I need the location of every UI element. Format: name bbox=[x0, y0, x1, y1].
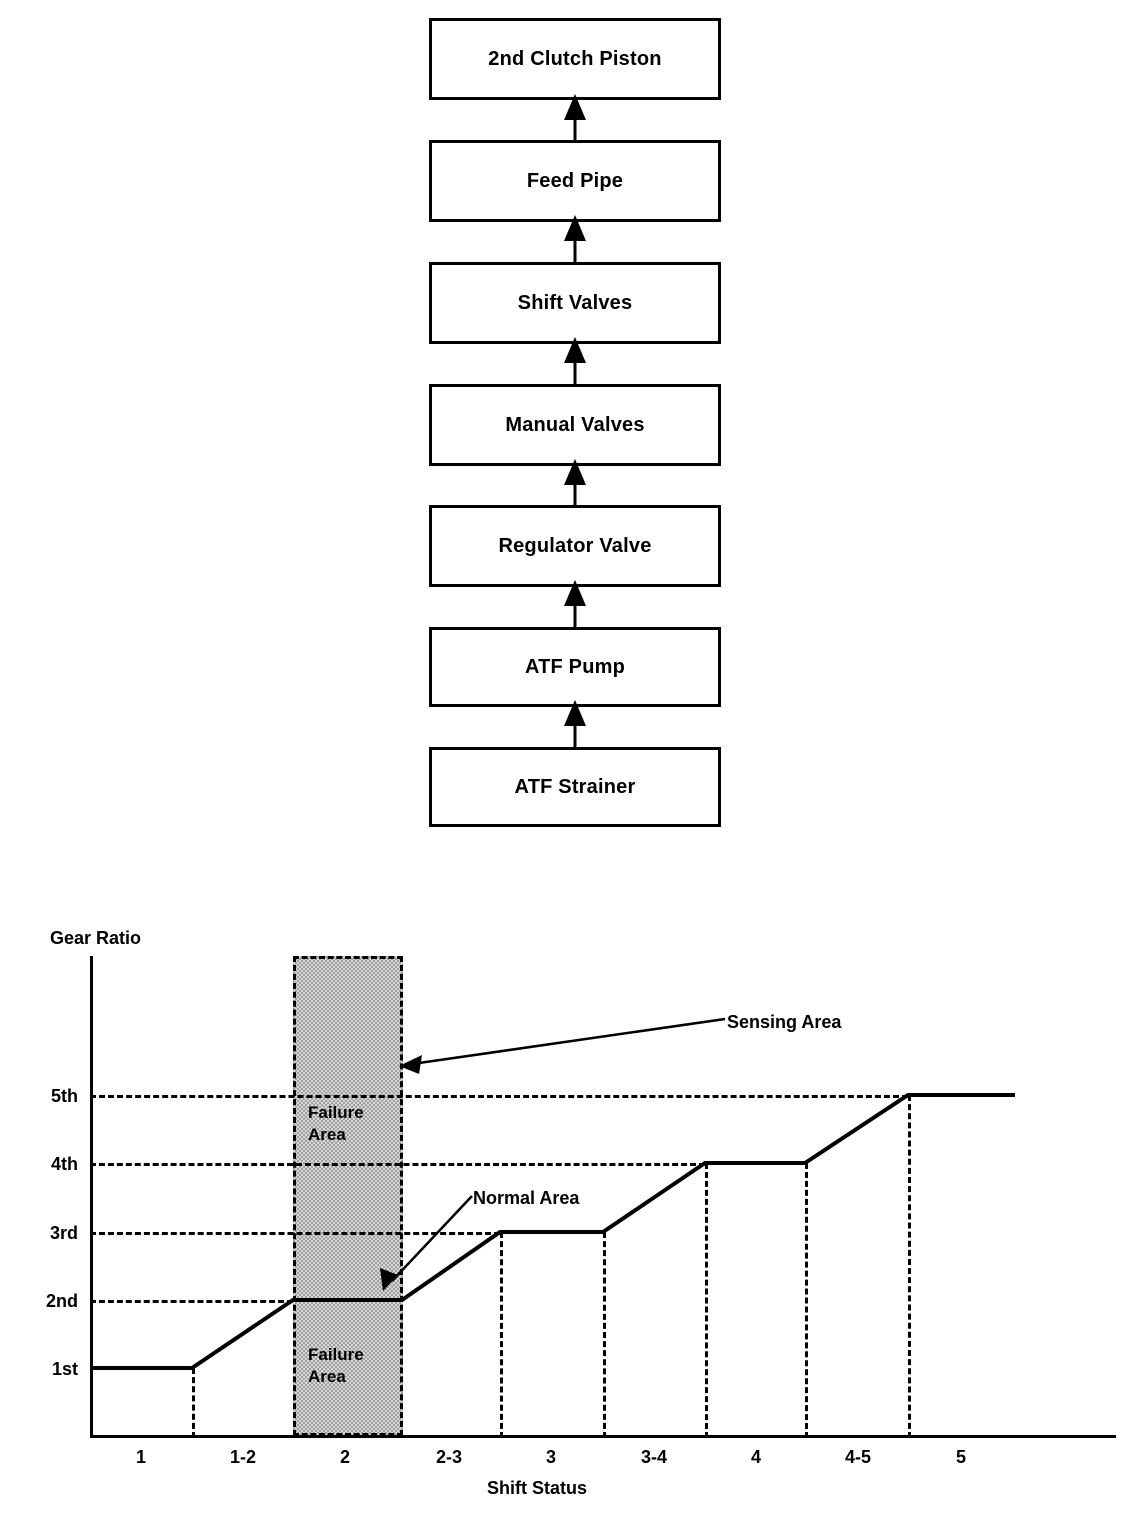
tick-v-4 bbox=[805, 1163, 808, 1438]
y-tick-label-4th: 4th bbox=[51, 1154, 78, 1174]
y-tick-label-2nd: 2nd bbox=[45, 1291, 78, 1311]
x-tick-label-1: 1 bbox=[135, 1447, 146, 1467]
gridline-5th bbox=[90, 1095, 908, 1098]
flow-box-label: Shift Valves bbox=[517, 292, 633, 314]
x-tick-label-4: 4 bbox=[750, 1447, 761, 1467]
tick-v-3-4 bbox=[705, 1163, 708, 1438]
y-tick-label-5th: 5th bbox=[51, 1086, 78, 1106]
tick-v-4-5 bbox=[908, 1095, 911, 1438]
x-tick-label-3: 3 bbox=[545, 1447, 556, 1467]
flow-box-atf-strainer[interactable]: ATF Strainer bbox=[429, 747, 721, 827]
flow-box-label: Regulator Valve bbox=[498, 535, 652, 557]
x-tick-label-5: 5 bbox=[955, 1447, 966, 1467]
y-axis-line bbox=[90, 956, 93, 1438]
sensing-area-callout-label: Sensing Area bbox=[727, 1012, 842, 1032]
y-axis-title: Gear Ratio bbox=[50, 928, 142, 948]
x-tick-label-3-4: 3-4 bbox=[640, 1447, 667, 1467]
x-tick-label-2: 2 bbox=[339, 1447, 350, 1467]
tick-v-2-3 bbox=[500, 1232, 503, 1438]
tick-v-1-2 bbox=[192, 1368, 195, 1438]
gridline-4th bbox=[90, 1163, 705, 1166]
y-tick-label-1st: 1st bbox=[51, 1359, 78, 1379]
x-tick-label-2-3: 2-3 bbox=[435, 1447, 462, 1467]
flow-box-label: 2nd Clutch Piston bbox=[488, 48, 662, 70]
x-tick-label-4-5: 4-5 bbox=[844, 1447, 871, 1467]
flow-box-shift-valves[interactable]: Shift Valves bbox=[429, 262, 721, 344]
atf-flow-diagram: 2nd Clutch Piston Feed Pipe Shift Valves… bbox=[429, 18, 721, 827]
gridline-2nd bbox=[90, 1300, 293, 1303]
x-axis-line bbox=[90, 1435, 1116, 1438]
flow-box-atf-pump[interactable]: ATF Pump bbox=[429, 627, 721, 707]
x-tick-label-1-2: 1-2 bbox=[229, 1447, 256, 1467]
flow-box-label: Feed Pipe bbox=[526, 170, 624, 192]
sensing-area-leader bbox=[399, 1017, 726, 1074]
flow-box-regulator-valve[interactable]: Regulator Valve bbox=[429, 505, 721, 587]
flow-box-label: ATF Pump bbox=[524, 656, 626, 678]
tick-v-3 bbox=[603, 1232, 606, 1438]
y-tick-label-3rd: 3rd bbox=[49, 1223, 78, 1243]
flow-box-2nd-clutch-piston[interactable]: 2nd Clutch Piston bbox=[429, 18, 721, 100]
x-axis-title: Shift Status bbox=[487, 1478, 588, 1498]
flow-box-label: Manual Valves bbox=[505, 414, 645, 436]
normal-area-callout-label: Normal Area bbox=[473, 1188, 580, 1208]
gridline-3rd bbox=[90, 1232, 500, 1235]
flow-box-label: ATF Strainer bbox=[514, 776, 636, 798]
